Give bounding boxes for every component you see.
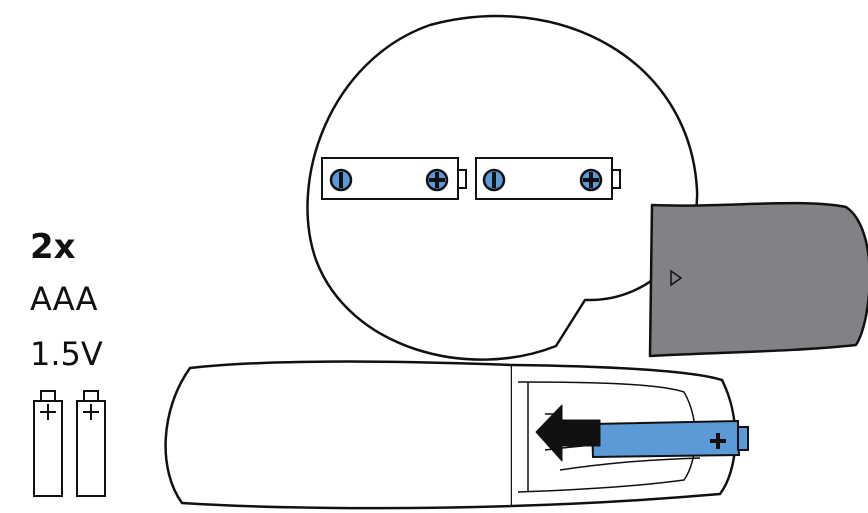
triangle-right-icon	[670, 269, 683, 287]
bubble-battery-left	[321, 157, 467, 200]
battery-voltage-label: 1.5V	[30, 335, 103, 373]
battery-cover	[648, 201, 868, 358]
bubble-battery-right	[475, 157, 621, 200]
remote-control-body	[164, 360, 514, 510]
plus-icon	[579, 168, 603, 192]
plus-icon	[710, 433, 726, 449]
battery-icon	[76, 390, 106, 497]
inserting-battery	[590, 419, 749, 459]
battery-icon	[33, 390, 63, 497]
plus-icon	[425, 168, 449, 192]
minus-icon	[482, 168, 506, 192]
minus-icon	[329, 168, 353, 192]
battery-count-label: 2x	[30, 227, 76, 267]
arrow-left-icon	[535, 404, 601, 462]
battery-type-label: AAA	[30, 280, 98, 318]
